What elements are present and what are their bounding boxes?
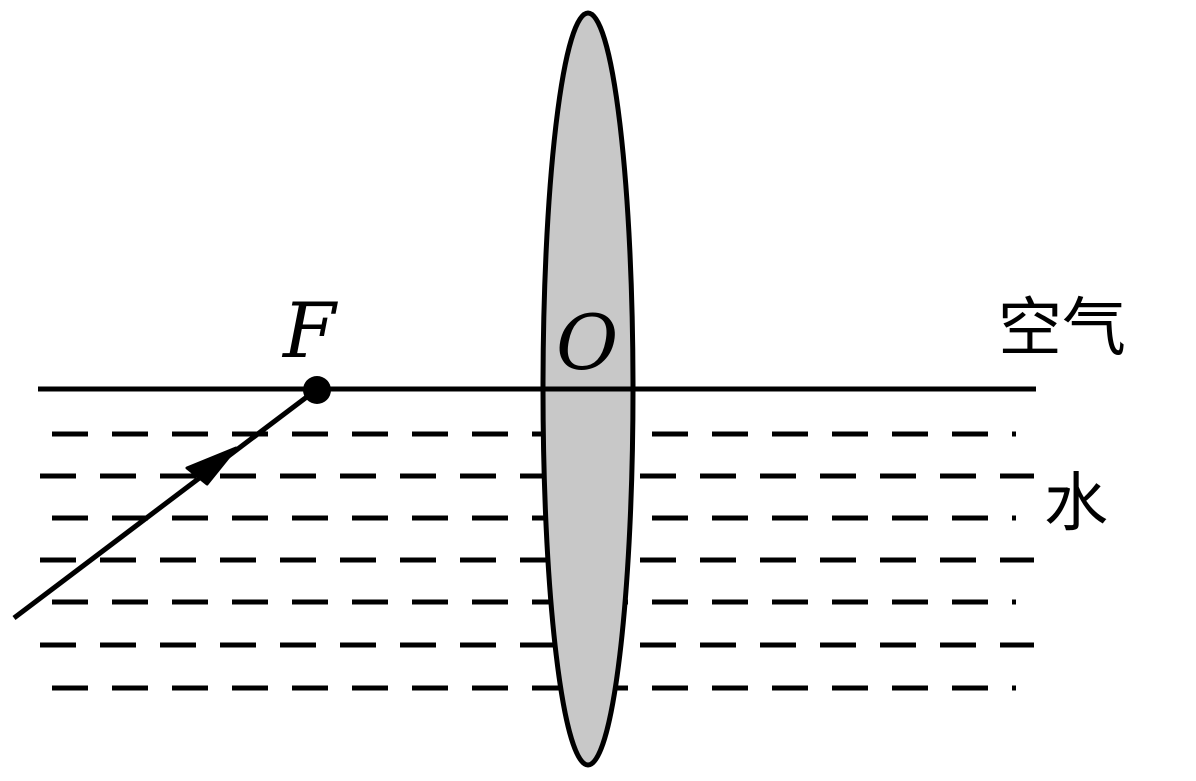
ray-arrowhead-icon: [185, 446, 238, 486]
focus-label: F: [281, 286, 338, 375]
water-label: 水: [1044, 467, 1108, 541]
optical-center-label: O: [556, 298, 618, 387]
focus-point: [303, 376, 331, 404]
incident-ray: [12, 388, 318, 620]
air-label: 空气: [998, 292, 1126, 366]
water-surface-dashes: [40, 431, 1034, 691]
